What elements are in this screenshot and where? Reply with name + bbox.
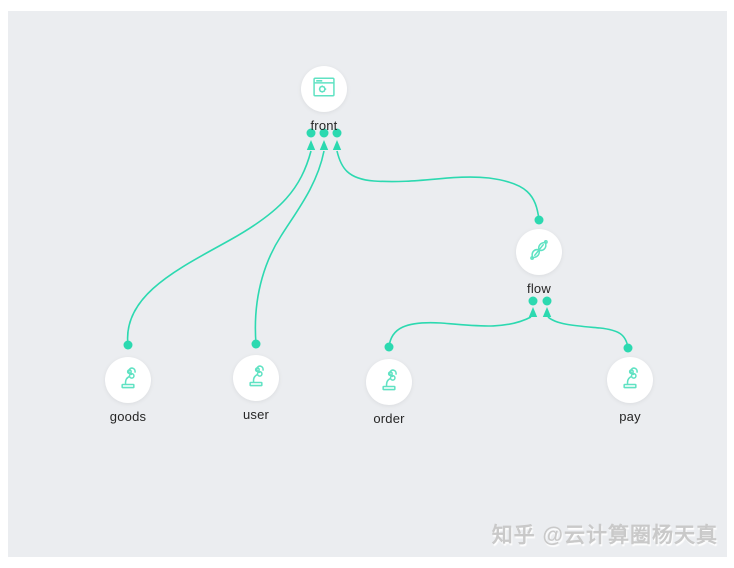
node-flow-circle[interactable] [516, 229, 562, 275]
node-user[interactable]: user [211, 355, 301, 422]
node-front-circle[interactable] [301, 66, 347, 112]
browser-gear-icon [310, 73, 338, 106]
node-user-circle[interactable] [233, 355, 279, 401]
node-pay-label: pay [619, 409, 641, 424]
node-flow[interactable]: flow [494, 229, 584, 296]
edge-arrowhead [332, 140, 342, 150]
node-goods-circle[interactable] [105, 357, 151, 403]
edge-arrowhead [528, 307, 538, 317]
robot-arm-icon [242, 362, 270, 395]
node-flow-label: flow [527, 281, 551, 296]
edge-endpoint-dot[interactable] [542, 296, 552, 306]
node-goods-label: goods [109, 409, 147, 424]
edge-endpoint-dot[interactable] [534, 215, 544, 225]
edge-user-to-front [254, 150, 325, 345]
edge-endpoint-dot[interactable] [306, 128, 316, 138]
node-front-label: front [310, 118, 338, 133]
graph-canvas[interactable]: front flow [8, 11, 727, 557]
leaves-icon [525, 236, 553, 269]
robot-arm-icon [616, 364, 644, 397]
edge-pay-to-flow [547, 316, 629, 349]
edge-arrowhead [319, 140, 329, 150]
node-order[interactable]: order [344, 359, 434, 426]
edge-order-to-flow [388, 316, 532, 348]
edge-arrowhead [306, 140, 316, 150]
edge-endpoint-dot[interactable] [123, 340, 133, 350]
node-order-label: order [373, 411, 405, 426]
edge-goods-to-front [126, 150, 312, 346]
edge-endpoint-dot[interactable] [251, 339, 261, 349]
robot-arm-icon [375, 366, 403, 399]
edge-arrowhead [542, 307, 552, 317]
node-order-circle[interactable] [366, 359, 412, 405]
edge-endpoint-dot[interactable] [319, 128, 329, 138]
edges-layer [123, 128, 633, 353]
watermark: 知乎 @云计算圈杨天真 [491, 524, 718, 547]
node-front[interactable]: front [279, 66, 369, 133]
robot-arm-icon [114, 364, 142, 397]
node-pay-circle[interactable] [607, 357, 653, 403]
node-goods[interactable]: goods [83, 357, 173, 424]
edge-flow-to-front [336, 150, 540, 221]
node-pay[interactable]: pay [585, 357, 675, 424]
edge-endpoint-dot[interactable] [332, 128, 342, 138]
node-user-label: user [242, 407, 270, 422]
edge-endpoint-dot[interactable] [384, 342, 394, 352]
edge-endpoint-dot[interactable] [528, 296, 538, 306]
edge-endpoint-dot[interactable] [623, 343, 633, 353]
